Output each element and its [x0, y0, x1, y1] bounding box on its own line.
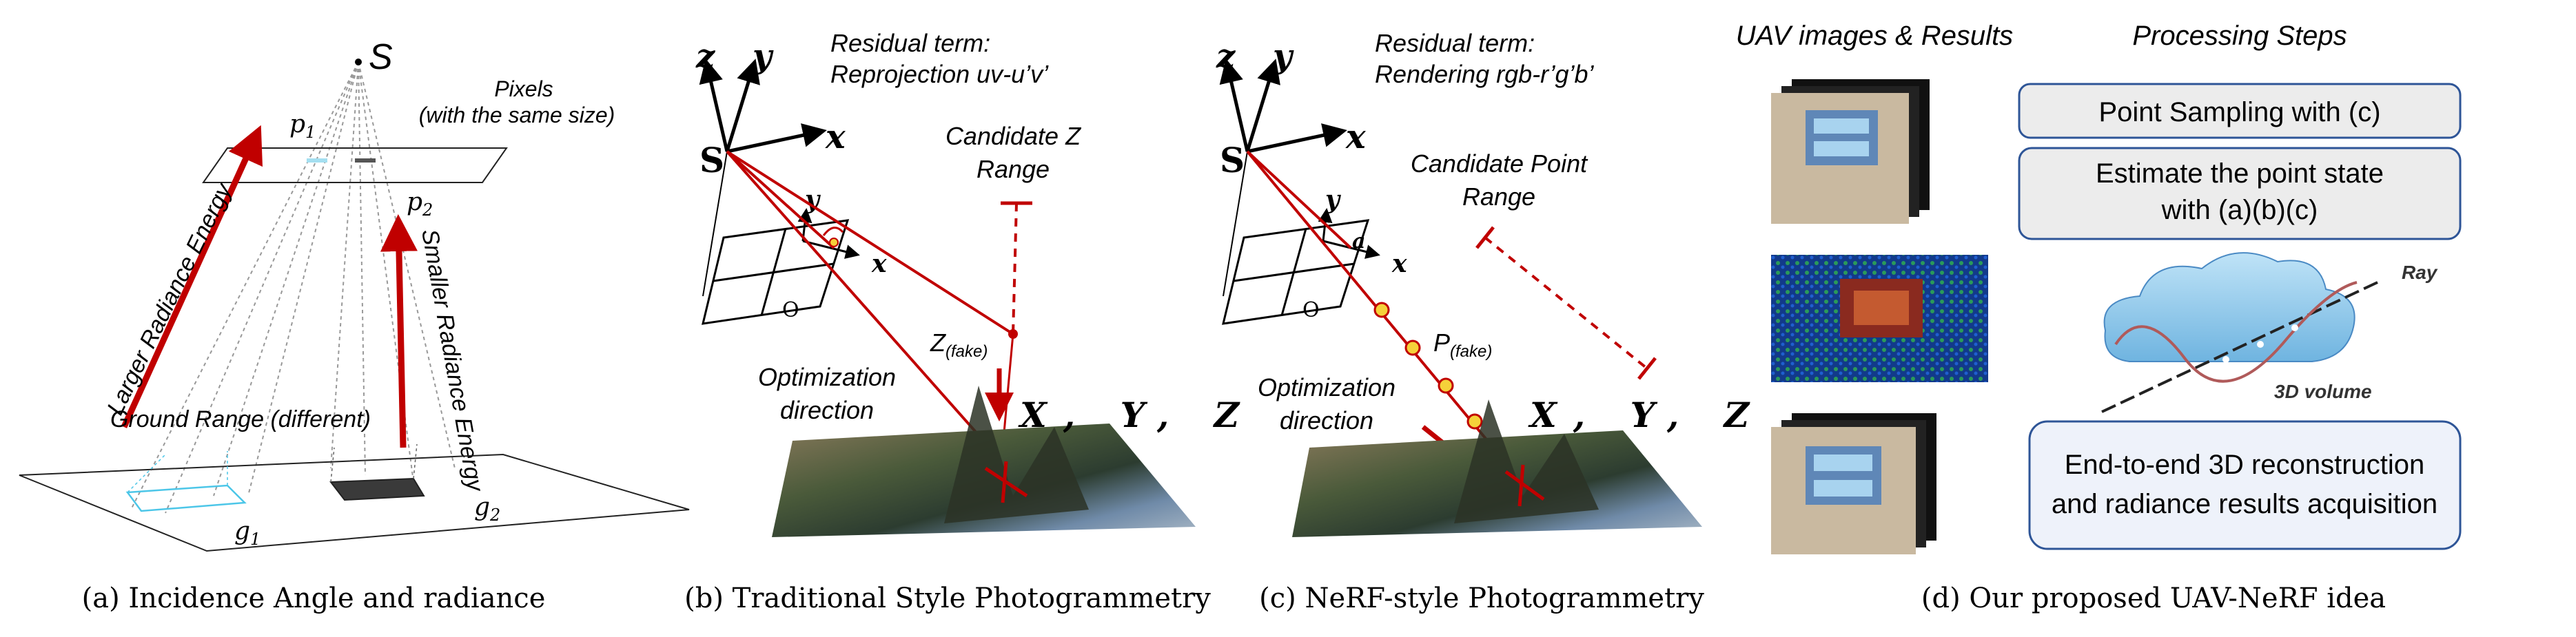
caption-d: (d) Our proposed UAV-NeRF idea: [1921, 583, 2386, 614]
small-x: x: [871, 249, 887, 278]
sample-points: [1373, 302, 1483, 430]
axis-z: z: [1216, 37, 1236, 76]
step-point-sampling-label: Point Sampling with (c): [2098, 97, 2380, 127]
xyz-label: X, Y, Z: [1528, 395, 1766, 435]
residual-term: Rendering rgb-r’g’b’: [1375, 60, 1594, 88]
origin-label: O: [1302, 298, 1320, 322]
axis-y: y: [752, 37, 774, 76]
uav-image-stack: [1771, 79, 1930, 224]
uav-result-heatmap: [1771, 255, 1988, 382]
step-estimate-state-label: Estimate the point state: [2096, 158, 2384, 189]
panel-c: Residual term: Rendering rgb-r’g’b’ Cand…: [1216, 29, 1766, 614]
caption-c: (c) NeRF-style Photogrammetry: [1259, 583, 1704, 614]
residual-title: Residual term:: [830, 29, 990, 57]
ray-volume-illustration: Ray 3D volume: [2101, 252, 2438, 413]
label-p1: p1: [289, 110, 316, 142]
panel-a: S Pixels (with the same size) p1 p2 Larg…: [19, 37, 690, 614]
label-S: S: [369, 37, 393, 77]
col-left-title: UAV images & Results: [1736, 21, 2013, 51]
step-end-to-end-label: End-to-end 3D reconstruction: [2065, 450, 2425, 480]
pixel-p1: [307, 158, 327, 163]
image-plane: [702, 219, 850, 325]
label-g2: g2: [474, 493, 500, 525]
step-estimate-state-label-2: with (a)(b)(c): [2161, 195, 2318, 225]
panel-d: UAV images & Results Processing Steps: [1736, 21, 2462, 614]
axis-z: z: [695, 37, 716, 76]
caption-a: (a) Incidence Angle and radiance: [82, 583, 546, 614]
candidate-point-range: [1484, 236, 1648, 370]
optimization-label: Optimization: [1258, 373, 1396, 401]
ground-plane: [19, 453, 690, 552]
projection-center-S: [355, 59, 362, 65]
small-y: y: [1325, 185, 1341, 214]
axis-x: x: [825, 118, 846, 156]
step-point-sampling: [2018, 83, 2462, 139]
larger-energy-arrow: [121, 125, 263, 428]
small-x: x: [1391, 249, 1407, 278]
step-estimate-state: [2018, 147, 2462, 240]
label-S: S: [699, 140, 724, 180]
candidate-point-label: Candidate Point: [1411, 149, 1588, 178]
footprint-g2: [329, 477, 425, 501]
volume-label: 3D volume: [2274, 381, 2372, 402]
pixels-label-sub: (with the same size): [419, 103, 615, 127]
xyz-label: X, Y, Z: [1018, 395, 1256, 435]
origin-label: O: [782, 298, 799, 322]
caption-b: (b) Traditional Style Photogrammetry: [684, 583, 1211, 614]
label-S: S: [1220, 140, 1245, 180]
panel-b: Residual term: Reprojection uv-u’v’ Cand…: [684, 29, 1256, 614]
smaller-energy-arrow: [380, 214, 418, 448]
image-plane: [202, 147, 508, 183]
candidate-z-label: Candidate Z: [945, 122, 1081, 150]
candidate-z-label-2: Range: [977, 155, 1050, 183]
larger-energy-label: Larger Radiance Energy: [102, 178, 238, 419]
optimization-label-2: direction: [1280, 406, 1373, 435]
smaller-energy-label: Smaller Radiance Energy: [416, 227, 489, 494]
ground-range-label: Ground Range (different): [110, 406, 371, 432]
candidate-point-label-2: Range: [1462, 182, 1535, 211]
uav-image-stack: [1771, 413, 1936, 554]
pixel-p2: [355, 158, 376, 163]
residual-term: Reprojection uv-u’v’: [830, 60, 1049, 88]
step-end-to-end-label-2: and radiance results acquisition: [2052, 489, 2437, 519]
residual-title: Residual term:: [1375, 29, 1535, 57]
label-p2: p2: [407, 188, 433, 220]
axis-x: x: [1345, 118, 1367, 156]
pixels-label: Pixels: [494, 76, 553, 101]
ray-label: Ray: [2402, 262, 2438, 283]
col-right-title: Processing Steps: [2132, 21, 2347, 51]
footprint-g1: [125, 484, 247, 512]
optimization-label: Optimization: [758, 363, 896, 391]
step-end-to-end: [2028, 420, 2462, 550]
candidate-z-range: [1012, 202, 1018, 335]
label-g1: g1: [234, 517, 260, 549]
z-fake-label: Z(fake): [930, 328, 988, 361]
axis-y: y: [1272, 37, 1294, 76]
small-a: a: [1352, 229, 1365, 253]
p-fake-label: P(fake): [1433, 328, 1492, 361]
optimization-label-2: direction: [780, 396, 874, 424]
